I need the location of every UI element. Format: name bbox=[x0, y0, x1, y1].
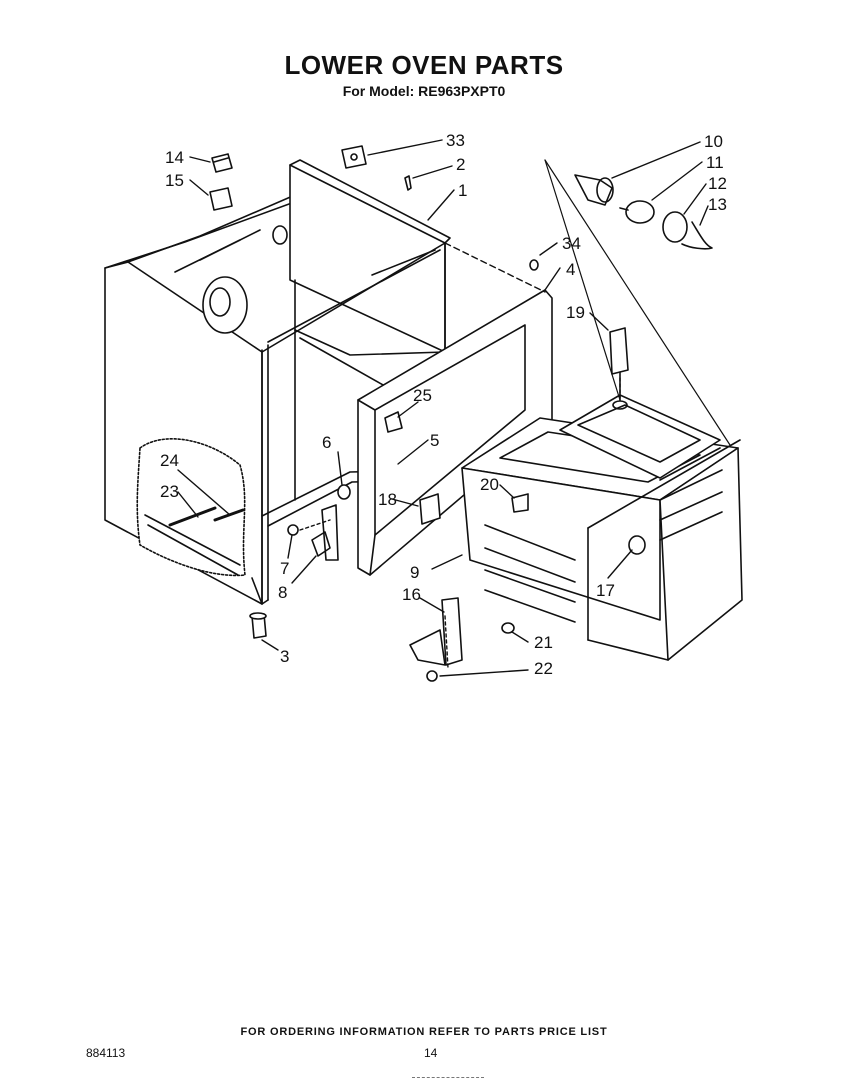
callout-33: 33 bbox=[446, 131, 465, 150]
callout-18: 18 bbox=[378, 490, 397, 509]
callout-19: 19 bbox=[566, 303, 585, 322]
leader-lines bbox=[177, 139, 731, 677]
callout-7: 7 bbox=[280, 559, 289, 578]
callout-14: 14 bbox=[165, 148, 184, 167]
callout-13: 13 bbox=[708, 195, 727, 214]
oven-liner-assembly bbox=[461, 394, 743, 661]
callout-1: 1 bbox=[458, 181, 467, 200]
callout-6: 6 bbox=[322, 433, 331, 452]
callout-34: 34 bbox=[562, 234, 581, 253]
callout-4: 4 bbox=[566, 260, 575, 279]
model-subtitle: For Model: RE963PXPT0 bbox=[342, 83, 506, 99]
callout-2: 2 bbox=[456, 155, 465, 174]
callout-23: 23 bbox=[160, 482, 179, 501]
callout-9: 9 bbox=[410, 563, 419, 582]
callout-20: 20 bbox=[480, 475, 499, 494]
page-number: 14 bbox=[424, 1046, 438, 1060]
scan-artifact-line bbox=[412, 1077, 484, 1078]
callout-16: 16 bbox=[402, 585, 421, 604]
callout-15: 15 bbox=[165, 171, 184, 190]
left-panel-cutaway bbox=[136, 438, 246, 577]
callout-24: 24 bbox=[160, 451, 179, 470]
callout-21: 21 bbox=[534, 633, 553, 652]
callout-11: 11 bbox=[706, 153, 724, 172]
callout-8: 8 bbox=[278, 583, 287, 602]
callout-17: 17 bbox=[596, 581, 615, 600]
callout-3: 3 bbox=[280, 647, 289, 666]
small-parts bbox=[209, 145, 713, 682]
callout-25: 25 bbox=[413, 386, 432, 405]
ordering-info-note: FOR ORDERING INFORMATION REFER TO PARTS … bbox=[240, 1026, 608, 1038]
callout-labels: 1 2 3 4 5 6 7 8 9 10 11 12 13 14 15 16 1… bbox=[160, 131, 727, 678]
callout-10: 10 bbox=[704, 132, 723, 151]
callout-5: 5 bbox=[430, 431, 439, 450]
page-title: LOWER OVEN PARTS bbox=[284, 50, 564, 80]
callout-12: 12 bbox=[708, 174, 727, 193]
callout-22: 22 bbox=[534, 659, 553, 678]
document-id: 884113 bbox=[86, 1046, 126, 1060]
